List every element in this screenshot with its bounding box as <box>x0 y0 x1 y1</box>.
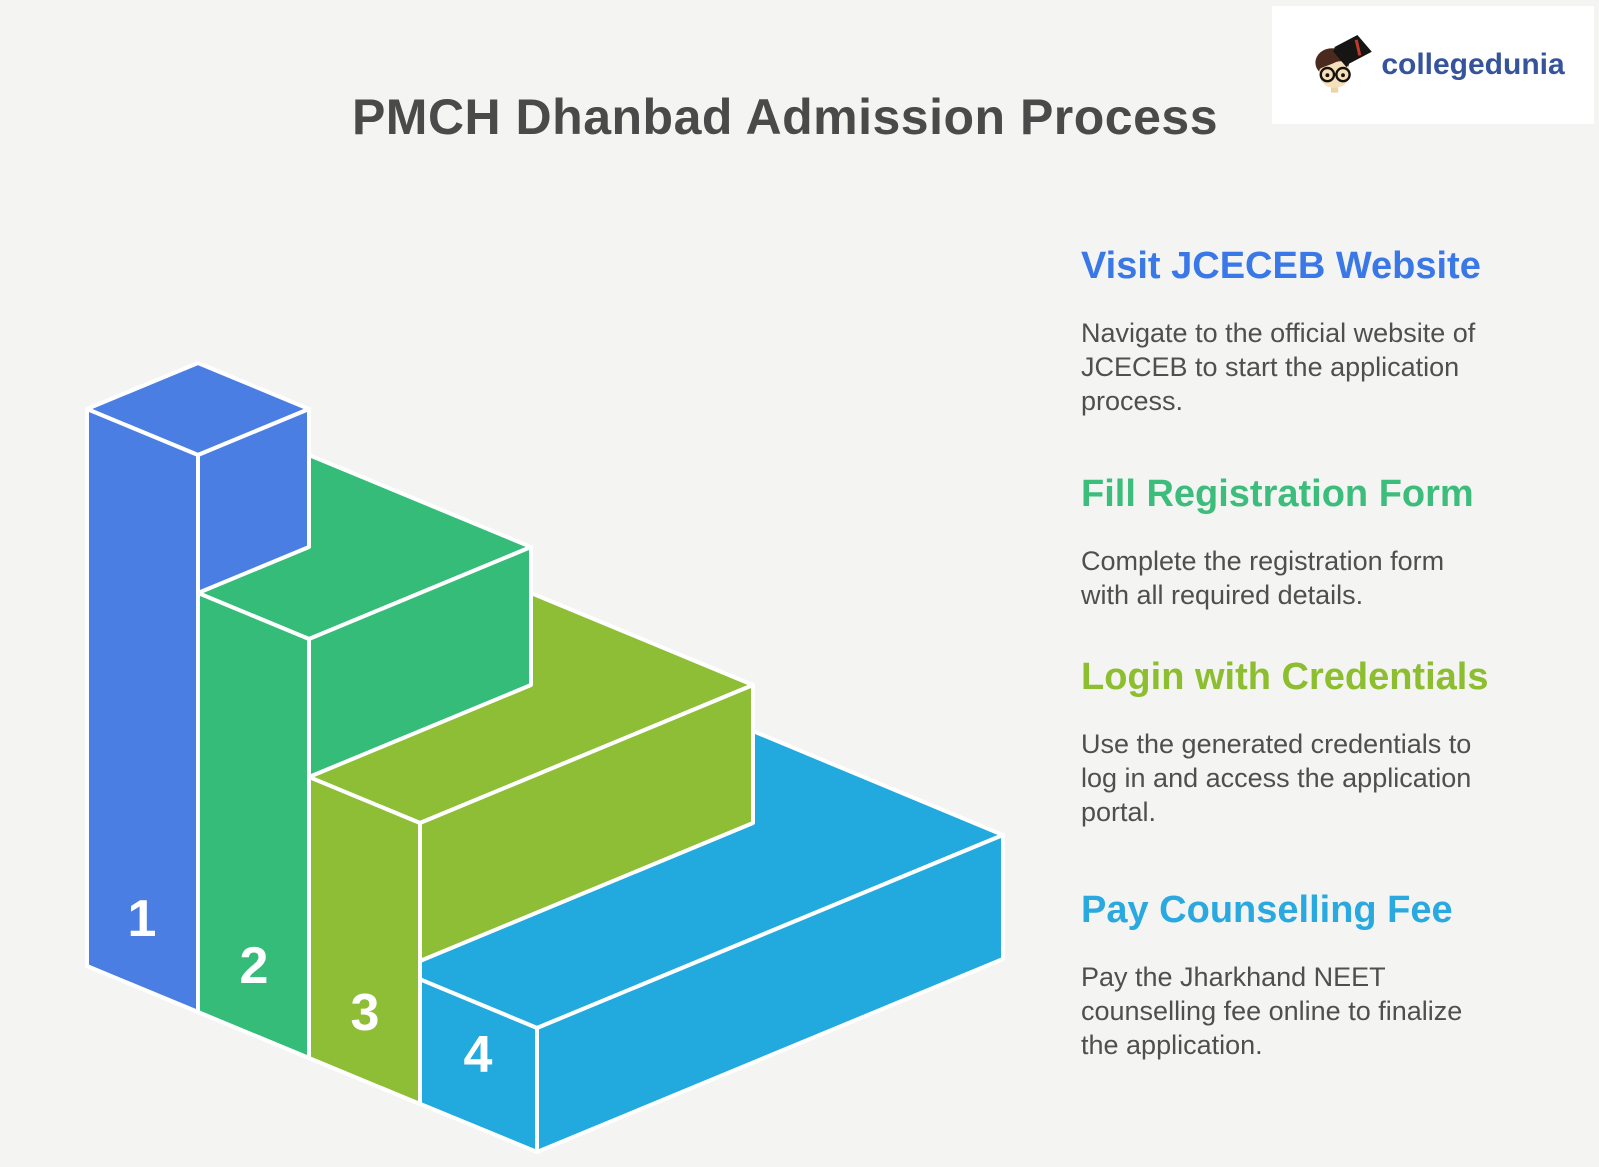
step-2-section: Fill Registration Form Complete the regi… <box>1081 472 1541 612</box>
step-2-number: 2 <box>240 937 269 995</box>
step-numbers: 1 2 3 4 <box>128 890 493 1084</box>
mascot-neck <box>1331 85 1339 93</box>
mascot-eye-right <box>1341 73 1346 78</box>
step-2-heading: Fill Registration Form <box>1081 473 1474 515</box>
step-1-section: Visit JCECEB Website Navigate to the off… <box>1081 244 1541 418</box>
glasses-icon <box>1319 66 1352 83</box>
step-3-section: Login with Credentials Use the generated… <box>1081 655 1541 829</box>
graduation-cap-icon <box>1334 35 1373 64</box>
step-1-front-face <box>85 407 200 1014</box>
logo-text: collegedunia <box>1381 48 1565 81</box>
cap-tassel <box>1355 39 1362 56</box>
collegedunia-logo: collegedunia <box>1272 6 1594 124</box>
step-1-description: Navigate to the official website of JCEC… <box>1081 318 1476 416</box>
step-1-heading: Visit JCECEB Website <box>1081 245 1481 287</box>
step-3-number: 3 <box>351 984 380 1042</box>
step-2-description: Complete the registration form with all … <box>1081 546 1445 610</box>
step-1-block <box>85 361 311 1014</box>
step-3-description: Use the generated credentials to log in … <box>1081 729 1472 827</box>
graduation-cap-side <box>1333 47 1350 68</box>
step-4-number: 4 <box>464 1026 493 1084</box>
page-title: PMCH Dhanbad Admission Process <box>351 89 1219 145</box>
collegedunia-mascot-icon <box>1315 35 1373 93</box>
step-4-description: Pay the Jharkhand NEET counselling fee o… <box>1081 962 1463 1060</box>
step-4-section: Pay Counselling Fee Pay the Jharkhand NE… <box>1081 888 1541 1062</box>
mascot-eye-left <box>1325 73 1330 78</box>
step-1-number: 1 <box>128 890 157 948</box>
step-4-heading: Pay Counselling Fee <box>1081 889 1453 931</box>
step-3-heading: Login with Credentials <box>1081 656 1489 698</box>
